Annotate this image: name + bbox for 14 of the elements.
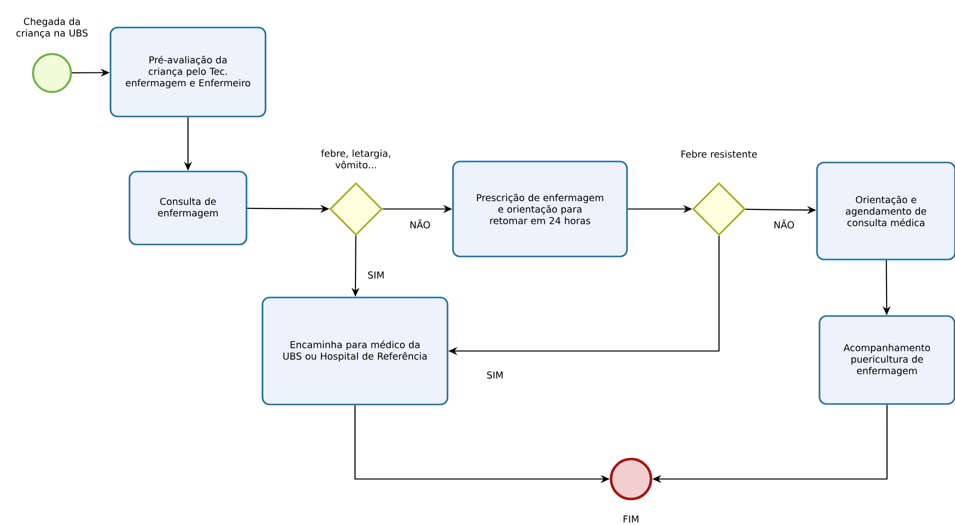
- event-label: febre, letargia, vômito...: [321, 150, 390, 168]
- task-box: Encaminha para médico da UBS ou Hospital de Referência: [262, 296, 448, 406]
- task-box: Pré-avaliação da criança pelo Tec. enfermagem e Enfermeiro: [110, 26, 266, 118]
- edge-label: NÃO: [772, 218, 796, 230]
- task-box: Acompanhamento puericultura de enfermagem: [818, 315, 955, 405]
- task-box: Orientação e agendamento de consulta médica: [816, 162, 955, 260]
- event-label: Febre resistente: [682, 150, 757, 158]
- task-box: Prescrição de enfermagem e orientação para retomar em 24 horas: [452, 160, 628, 258]
- task-box: Consulta de enfermagem: [128, 170, 248, 246]
- edge-label: NÃO: [408, 218, 432, 230]
- edge-label: SIM: [366, 270, 386, 280]
- edge-label: SIM: [486, 370, 505, 380]
- event-label: FIM: [624, 516, 638, 522]
- event-label: Chegada da criança na UBS: [16, 18, 88, 38]
